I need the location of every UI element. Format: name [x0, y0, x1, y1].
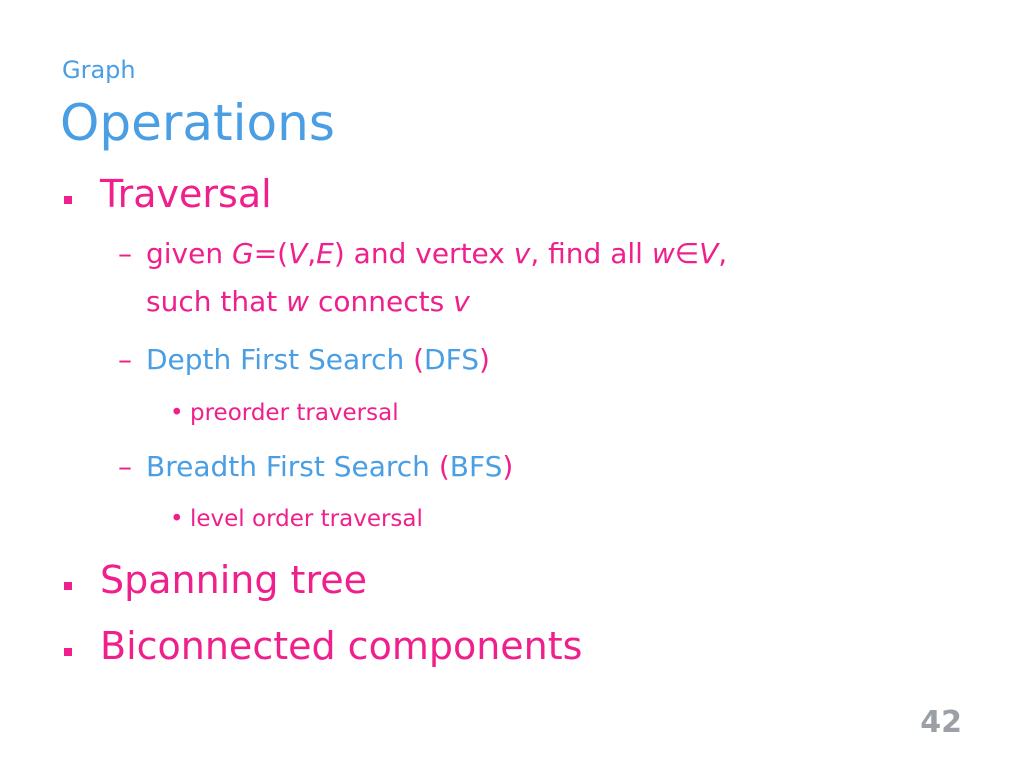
paren: ) [479, 343, 490, 376]
bfs-subitem: level order traversal [190, 506, 423, 532]
dfs-line: Depth First Search (DFS) [146, 346, 490, 374]
definition-line-2: such that w connects v [146, 288, 470, 316]
dfs-label: Depth First Search [146, 343, 414, 376]
var-w: w [651, 237, 675, 270]
square-bullet-icon [64, 648, 72, 656]
slide-subtitle: Graph [62, 56, 136, 84]
text: , [307, 237, 317, 270]
var-v-lower: v [513, 237, 531, 270]
text: , [718, 237, 728, 270]
bfs-line: Breadth First Search (BFS) [146, 453, 513, 481]
bullet-biconnected-components: Biconnected components [100, 624, 583, 668]
slide-title: Operations [60, 94, 335, 152]
text: given [146, 237, 232, 270]
page-number: 42 [920, 705, 962, 740]
bfs-label: Breadth First Search [146, 450, 439, 483]
paren: ) [502, 450, 514, 483]
dfs-subitem: preorder traversal [190, 400, 399, 426]
square-bullet-icon [64, 196, 72, 204]
dash-bullet-icon: – [118, 343, 132, 376]
paren: ( [438, 450, 450, 483]
text: ) and vertex [333, 237, 514, 270]
bullet-traversal: Traversal [100, 172, 272, 216]
dot-bullet-icon: • [170, 506, 184, 532]
element-of-symbol: ∈ [674, 237, 700, 270]
text: =( [253, 237, 289, 270]
dash-bullet-icon: – [118, 450, 132, 483]
dfs-abbr: DFS [424, 343, 479, 376]
var-v: V [699, 237, 719, 270]
var-w: w [286, 285, 310, 318]
var-g: G [232, 237, 254, 270]
var-v: V [288, 237, 308, 270]
dot-bullet-icon: • [170, 400, 184, 426]
text: such that [146, 285, 287, 318]
definition-line-1: given G=(V,E) and vertex v, find all w∈V… [146, 240, 727, 268]
paren: ( [413, 343, 425, 376]
bfs-abbr: BFS [449, 450, 503, 483]
square-bullet-icon [64, 582, 72, 590]
var-e: E [316, 237, 334, 270]
bullet-spanning-tree: Spanning tree [100, 558, 367, 602]
var-v-lower: v [453, 285, 470, 318]
dash-bullet-icon: – [118, 237, 132, 270]
text: connects [309, 285, 454, 318]
text: , find all [530, 237, 652, 270]
